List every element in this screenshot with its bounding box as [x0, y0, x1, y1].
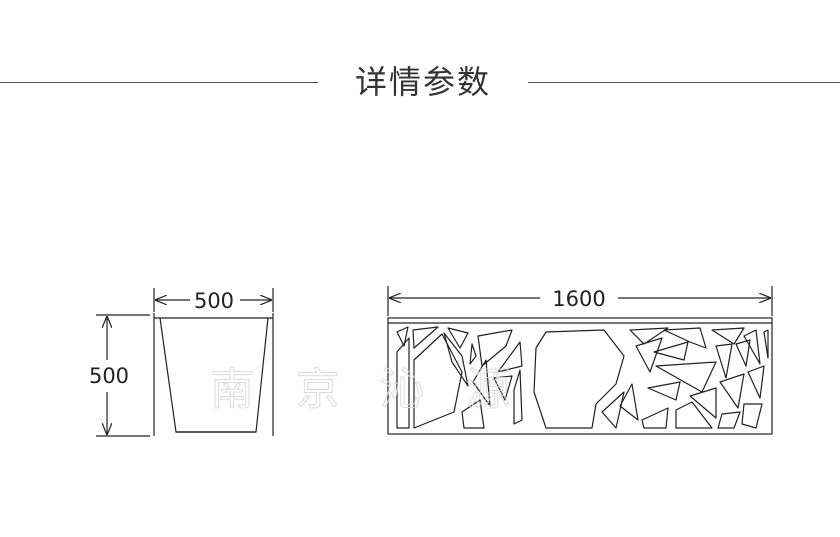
watermark-char: 京: [296, 364, 340, 415]
cutout-shape: [469, 343, 477, 365]
cutout-shape: [653, 341, 689, 361]
watermark: 南 京 沁 源: [210, 364, 511, 416]
cutout-shape: [412, 326, 439, 349]
cutout-shape: [647, 381, 681, 401]
cutout-shape: [743, 329, 761, 365]
cutout-shape: [635, 337, 663, 373]
cutout-shape: [715, 343, 733, 379]
cutout-shape: [513, 369, 523, 425]
header-rule-right: [528, 82, 840, 83]
cutout-shape: [741, 403, 763, 429]
cutout-shape: [461, 399, 485, 429]
cutout-shape: [641, 407, 669, 429]
cutout-shape: [655, 361, 717, 393]
cutout-shape: [472, 359, 491, 407]
cutout-shape: [447, 327, 469, 349]
cutout-shape: [675, 401, 713, 429]
cutout-shape: [619, 383, 639, 421]
watermark-char: 源: [466, 364, 510, 415]
cutout-shape: [719, 373, 745, 409]
cutout-shape: [717, 411, 741, 429]
cutout-shape: [601, 391, 625, 429]
side-length-label: 1600: [552, 287, 605, 311]
header-rule-left: [0, 82, 318, 83]
watermark-char: 沁: [380, 364, 424, 415]
cutout-shape: [477, 329, 513, 367]
cutout-shape: [711, 327, 745, 345]
side-view: [387, 286, 773, 435]
cutout-shape: [396, 326, 409, 347]
cutout-shape: [747, 365, 765, 399]
cutout-shape: [629, 327, 669, 345]
section-header: 详情参数: [0, 56, 840, 106]
cutout-pattern: [396, 326, 769, 429]
cutout-shape: [396, 337, 410, 429]
front-width-label: 500: [194, 289, 234, 313]
page-title: 详情参数: [354, 63, 491, 101]
cutout-shape: [663, 327, 707, 349]
side-panel-outline: [387, 317, 773, 435]
cutout-shape: [689, 387, 717, 419]
cutout-shape: [443, 332, 469, 387]
watermark-char: 南: [210, 364, 254, 415]
front-height-label: 500: [89, 364, 129, 388]
cutout-shape: [533, 329, 625, 429]
cutout-shape: [493, 375, 513, 401]
cutout-shape: [497, 341, 523, 373]
cutout-shape: [735, 339, 751, 367]
cutout-shape: [763, 329, 769, 359]
front-view: [96, 288, 274, 437]
cutout-shape: [413, 333, 463, 429]
